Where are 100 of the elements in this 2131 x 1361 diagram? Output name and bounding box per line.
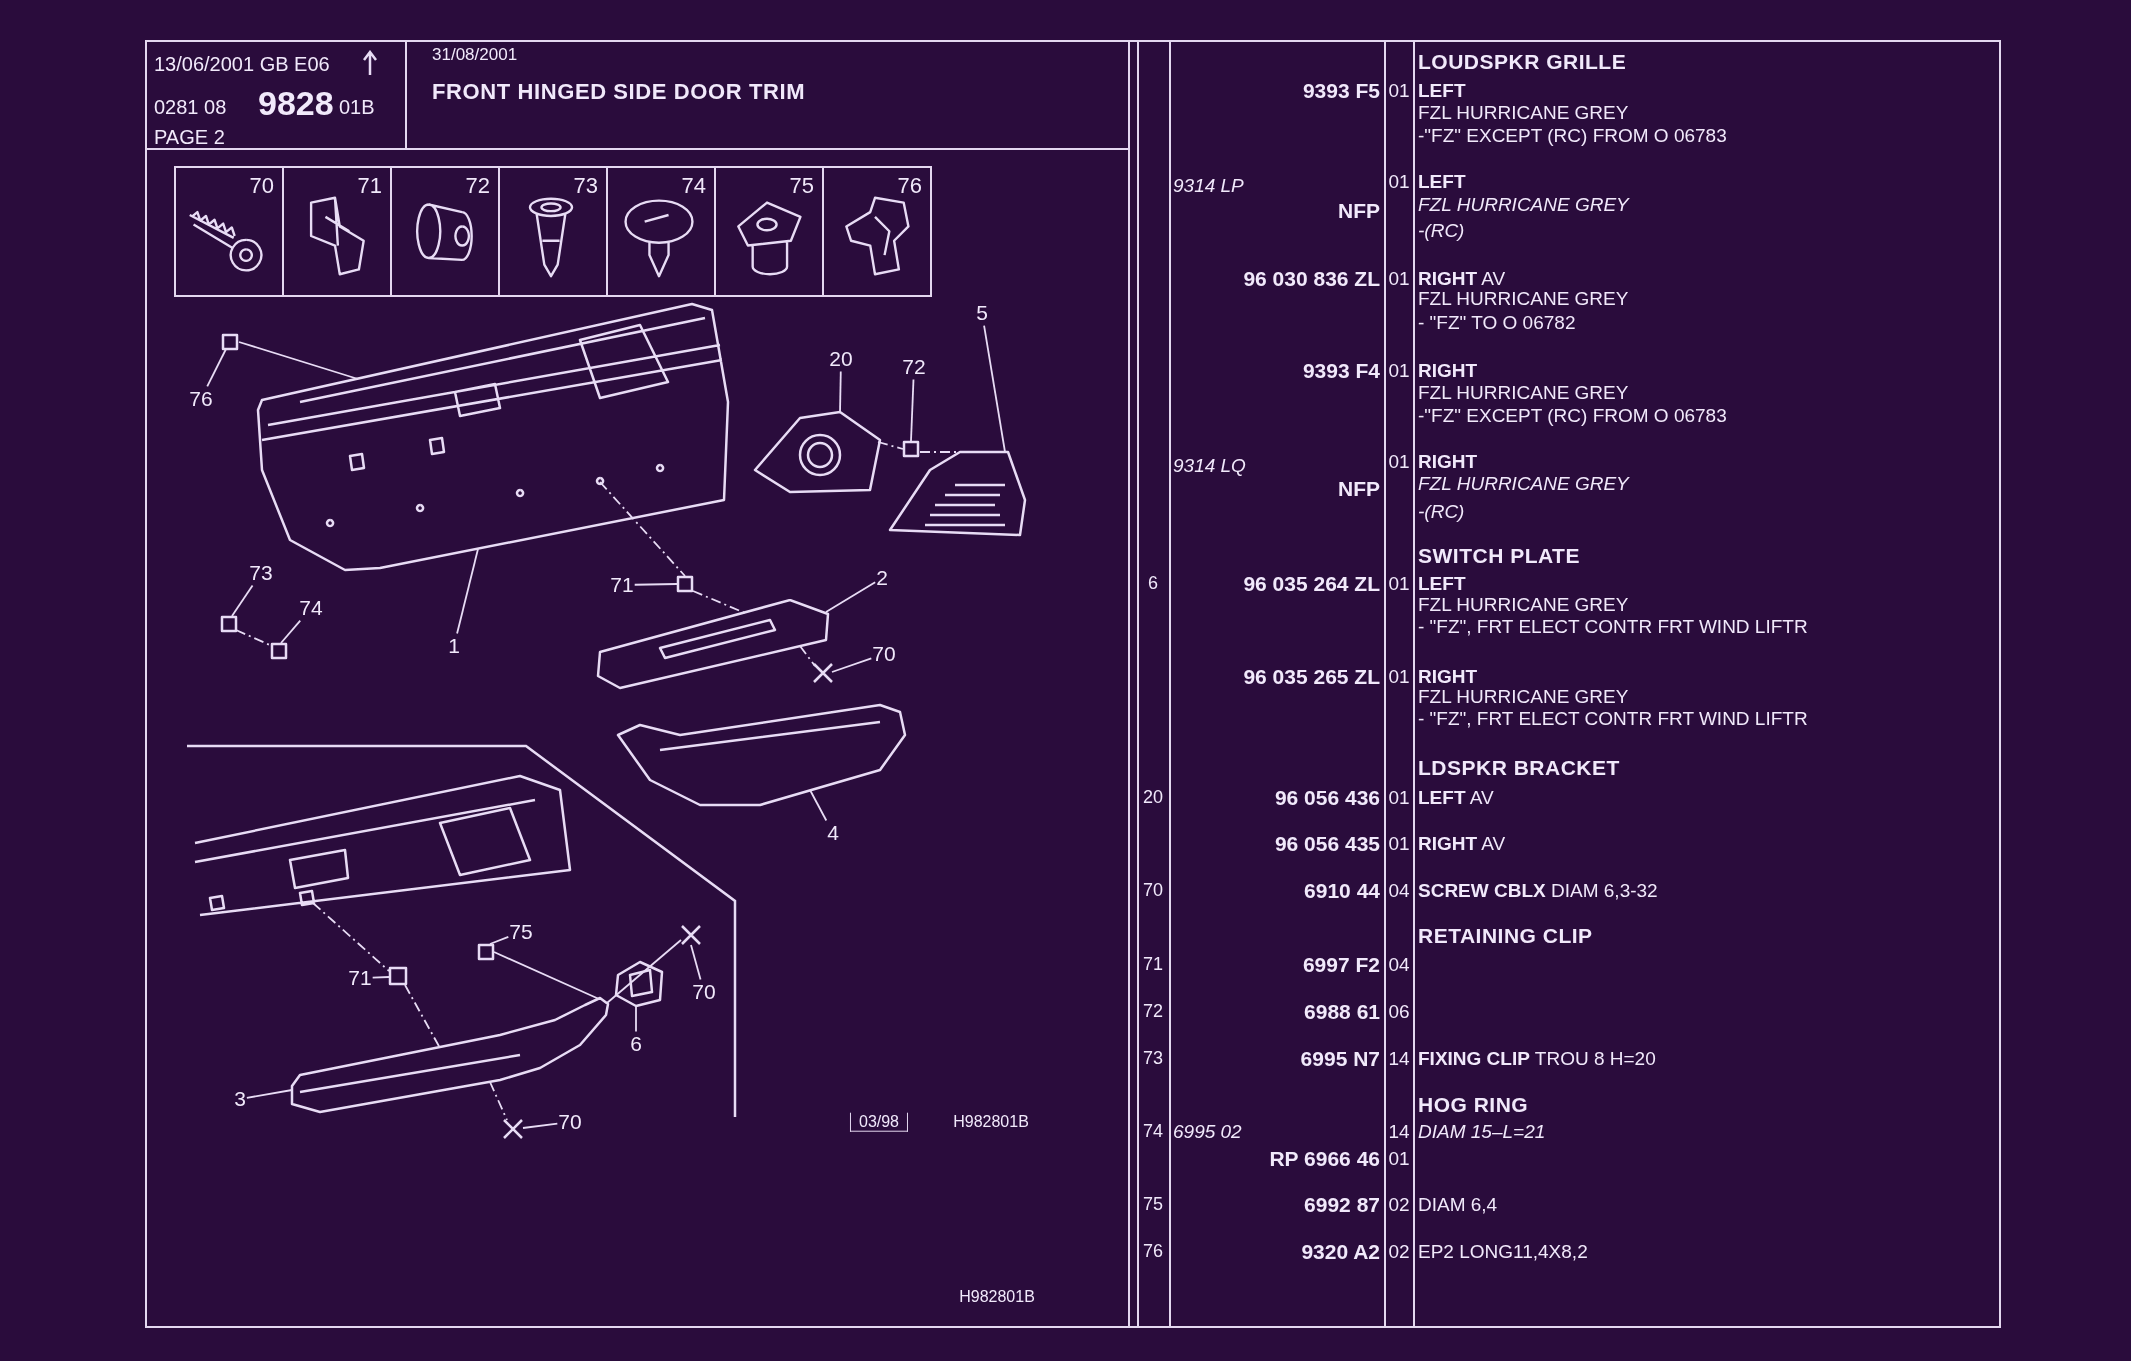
- part-description: LEFT AV: [1418, 787, 1494, 809]
- section-heading: RETAINING CLIP: [1418, 924, 1593, 948]
- callout-number: 74: [299, 596, 323, 620]
- part-number: 6995 N7: [1300, 1047, 1380, 1071]
- part-description: FIXING CLIP TROU 8 H=20: [1418, 1048, 1656, 1070]
- quantity: 01: [1388, 787, 1410, 809]
- part-description: LEFT: [1418, 171, 1466, 193]
- reference-number: 75: [1143, 1195, 1163, 1215]
- part-number: 96 035 264 ZL: [1243, 572, 1380, 596]
- alternate-part-number: 6995 02: [1173, 1121, 1242, 1143]
- header-text: 13/06/2001 GB E06: [154, 53, 330, 75]
- callout-number: 72: [465, 173, 490, 199]
- assembly-line: [799, 645, 816, 667]
- leader-line: [245, 1089, 293, 1099]
- callout-number: 5: [976, 301, 988, 325]
- quantity: 02: [1388, 1241, 1410, 1263]
- reference-number: 74: [1143, 1122, 1163, 1142]
- quantity: 01: [1388, 1148, 1410, 1170]
- part-description: EP2 LONG11,4X8,2: [1418, 1241, 1588, 1263]
- reference-number: 70: [1143, 881, 1163, 901]
- callout-number: 71: [610, 573, 634, 597]
- header-text: 0281 08: [154, 96, 227, 118]
- leader-line: [635, 1004, 637, 1033]
- leader-line: [690, 944, 702, 981]
- leader-line: [839, 370, 842, 414]
- part-description: FZL HURRICANE GREY: [1418, 194, 1629, 216]
- section-heading: SWITCH PLATE: [1418, 544, 1580, 568]
- fastener-marker: [388, 966, 408, 986]
- part-description: FZL HURRICANE GREY: [1418, 102, 1629, 124]
- reference-number: 20: [1143, 788, 1163, 808]
- reference-number: 73: [1143, 1049, 1163, 1069]
- quantity: 01: [1388, 833, 1410, 855]
- leader-line: [633, 583, 678, 586]
- leader-line: [489, 936, 510, 945]
- part-number: RP 6966 46: [1269, 1147, 1380, 1171]
- part-number: 6992 87: [1304, 1193, 1380, 1217]
- part-number: 9393 F5: [1302, 79, 1380, 103]
- part-description: LEFT: [1418, 80, 1466, 102]
- page-title: FRONT HINGED SIDE DOOR TRIM: [432, 79, 806, 105]
- part-description: DIAM 15–L=21: [1418, 1121, 1546, 1143]
- leader-line: [825, 581, 877, 613]
- leader-line: [231, 584, 254, 617]
- catalog-number: 9828: [258, 85, 334, 123]
- callout-number: 6: [630, 1032, 642, 1056]
- part-description: SCREW CBLX DIAM 6,3-32: [1418, 880, 1658, 902]
- part-description: RIGHT: [1418, 360, 1478, 382]
- assembly-line: [404, 984, 441, 1049]
- part-description: RIGHT: [1418, 451, 1478, 473]
- quantity: 14: [1388, 1121, 1410, 1143]
- section-heading: LDSPKR BRACKET: [1418, 756, 1620, 780]
- part-description: LEFT: [1418, 573, 1466, 595]
- part-description: FZL HURRICANE GREY: [1418, 382, 1629, 404]
- part-description: RIGHT: [1418, 666, 1478, 688]
- callout-number: 71: [348, 966, 372, 990]
- part-description: DIAM 6,4: [1418, 1194, 1498, 1216]
- leader-line: [983, 324, 1006, 453]
- part-number: 96 035 265 ZL: [1243, 665, 1380, 689]
- leader-line: [493, 951, 600, 1000]
- screw-marker: [680, 924, 702, 946]
- fastener-marker: [902, 440, 920, 458]
- quantity: 06: [1388, 1001, 1410, 1023]
- part-number: 96 056 435: [1274, 832, 1380, 856]
- fastener-marker: [270, 642, 288, 660]
- part-number: 96 030 836 ZL: [1243, 267, 1380, 291]
- part-description: FZL HURRICANE GREY: [1418, 686, 1629, 708]
- part-number: NFP: [1338, 199, 1380, 223]
- callout-number: 72: [902, 355, 926, 379]
- fastener-marker: [676, 575, 694, 593]
- leader-line: [280, 619, 302, 644]
- part-description: - "FZ", FRT ELECT CONTR FRT WIND LIFTR: [1418, 708, 1808, 730]
- quantity: 14: [1388, 1048, 1410, 1070]
- leader-line: [809, 789, 828, 822]
- leader-line: [522, 1122, 559, 1129]
- callout-number: 70: [872, 642, 896, 666]
- assembly-line: [489, 1081, 508, 1121]
- part-number: 9320 A2: [1301, 1240, 1380, 1264]
- part-description: - "FZ" TO O 06782: [1418, 312, 1576, 334]
- leader-line: [206, 348, 227, 388]
- callout-number: 70: [249, 173, 274, 199]
- reference-number: 72: [1143, 1002, 1163, 1022]
- callout-number: 76: [897, 173, 922, 199]
- assembly-line: [599, 481, 686, 577]
- part-number: 6910 44: [1304, 879, 1380, 903]
- callout-number: 75: [789, 173, 814, 199]
- screw-marker: [502, 1118, 524, 1140]
- page-number: PAGE 2: [154, 126, 225, 148]
- quantity: 01: [1388, 80, 1410, 102]
- callout-number: 1: [448, 634, 460, 658]
- section-heading: HOG RING: [1418, 1093, 1529, 1117]
- leader-line: [371, 976, 390, 979]
- callout-number: 76: [189, 387, 213, 411]
- leader-line: [831, 657, 873, 673]
- fastener-marker: [221, 333, 239, 351]
- quantity: 02: [1388, 1194, 1410, 1216]
- callout-number: 4: [827, 821, 839, 845]
- quantity: 01: [1388, 451, 1410, 473]
- callout-number: 3: [234, 1087, 246, 1111]
- part-number: 96 056 436: [1274, 786, 1380, 810]
- fastener-marker: [220, 615, 238, 633]
- date-text: 31/08/2001: [432, 45, 518, 65]
